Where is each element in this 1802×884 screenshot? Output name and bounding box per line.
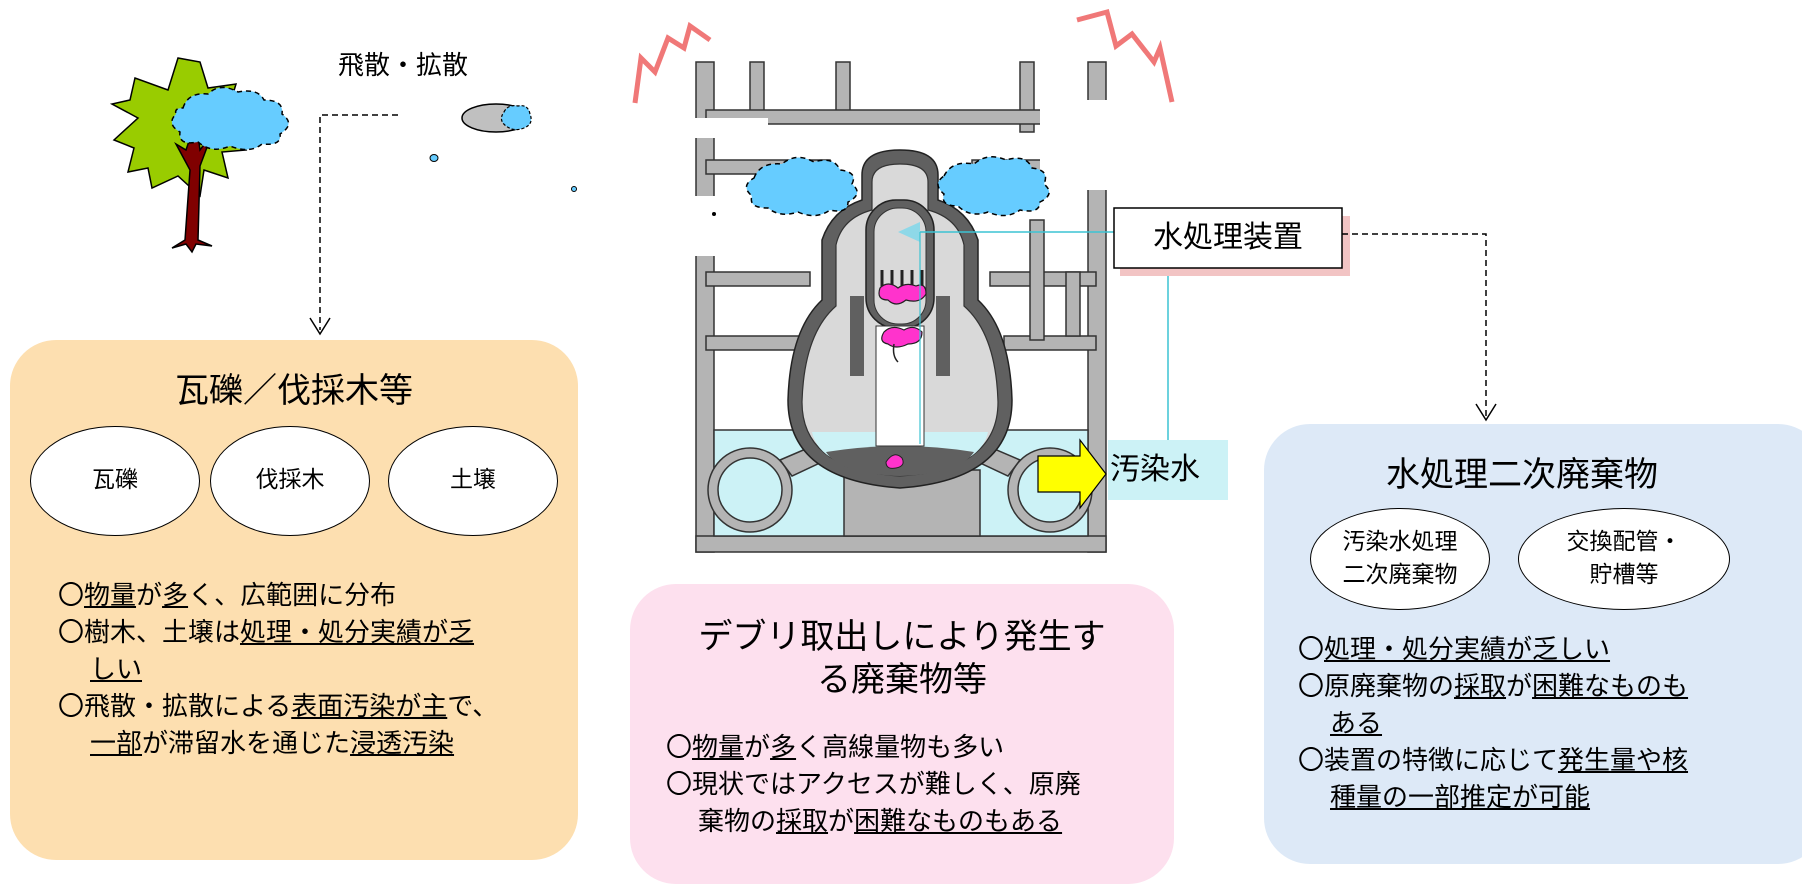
connector-device-to-secondary: [1342, 233, 1487, 416]
note-segment: 〇: [666, 733, 693, 763]
oval-replaced-pipes-tanks: 交換配管・ 貯槽等: [1518, 508, 1730, 610]
note-line: 〇飛散・拡散による表面汚染が主で、: [58, 689, 498, 726]
oval-rubble: 瓦礫: [30, 426, 200, 536]
water-device-box: [1113, 207, 1343, 269]
arrowhead-rubble: [309, 317, 331, 336]
note-segment: が: [136, 581, 163, 611]
scatter-cloud-small: [500, 105, 532, 131]
note-line: 〇現状ではアクセスが難しく、原廃: [666, 767, 1081, 804]
cloud-building-right: [937, 156, 1050, 217]
note-segment: く高線量物も多い: [796, 733, 1005, 763]
debris-panel-title: デブリ取出しにより発生す る廃棄物等: [630, 616, 1174, 701]
note-line: 〇処理・処分実績が乏しい: [1298, 632, 1688, 669]
note-segment: が: [828, 807, 855, 837]
note-segment: 処理・処分実績が乏しい: [1324, 635, 1611, 665]
note-line: しい: [58, 652, 498, 689]
note-line: 一部が滞留水を通じた浸透汚染: [58, 726, 498, 763]
note-segment: 発生量や核: [1558, 746, 1689, 776]
rubble-panel-notes: 〇物量が多く、広範囲に分布〇樹木、土壌は処理・処分実績が乏しい〇飛散・拡散による…: [58, 578, 498, 763]
note-line: 〇物量が多く、広範囲に分布: [58, 578, 498, 615]
water-device-label: 水処理装置: [1153, 220, 1303, 255]
note-segment: 〇現状ではアクセスが難しく、原廃: [666, 770, 1081, 800]
oval-soil-label: 土壌: [450, 467, 496, 494]
note-line: 〇物量が多く高線量物も多い: [666, 730, 1081, 767]
debris-panel-title-line2: る廃棄物等: [817, 659, 987, 700]
contaminated-water-label: 汚染水: [1110, 452, 1200, 487]
fuel-debris-icon: [885, 454, 904, 469]
rubble-panel-title: 瓦礫／伐採木等: [175, 371, 413, 411]
oval-treatment-line1: 汚染水処理: [1342, 528, 1458, 555]
debris-panel: デブリ取出しにより発生す る廃棄物等 〇物量が多く高線量物も多い〇現状ではアクセ…: [630, 584, 1174, 884]
note-line: ある: [1298, 706, 1688, 743]
note-segment: 浸透汚染: [350, 729, 455, 759]
oval-felled-trees-label: 伐採木: [255, 467, 325, 494]
oval-felled-trees: 伐採木: [210, 426, 370, 536]
note-segment: 〇: [1298, 635, 1325, 665]
secondary-panel-notes: 〇処理・処分実績が乏しい〇原廃棄物の採取が困難なものもある〇装置の特徴に応じて発…: [1298, 632, 1688, 817]
note-line: 〇装置の特徴に応じて発生量や核: [1298, 743, 1688, 780]
note-segment: 困難なものも: [1532, 672, 1689, 702]
note-segment: 棄物の: [698, 807, 777, 837]
oval-treatment-secondary-waste: 汚染水処理 二次廃棄物: [1310, 508, 1490, 610]
debris-panel-title-line1: デブリ取出しにより発生す: [698, 617, 1106, 657]
heat-wave-left: [632, 21, 712, 104]
note-segment: が: [744, 733, 771, 763]
scatter-particle: [571, 186, 577, 192]
arrowhead-secondary: [1475, 403, 1497, 422]
connector-scatter-to-rubble: [319, 114, 398, 330]
tree-icon: [109, 57, 254, 254]
note-segment: 採取: [1454, 672, 1507, 702]
scatter-particle: [429, 154, 439, 162]
note-segment: 〇樹木、土壌は: [58, 618, 241, 648]
note-segment: く、広範囲に分布: [188, 581, 397, 611]
fuel-debris-icon: [881, 326, 923, 348]
oval-pipes-line1: 交換配管・: [1566, 528, 1682, 555]
fuel-debris-icon: [878, 283, 927, 305]
debris-panel-notes: 〇物量が多く高線量物も多い〇現状ではアクセスが難しく、原廃棄物の採取が困難なもの…: [666, 730, 1081, 841]
note-segment: で、: [447, 692, 499, 722]
cloud-tree: [171, 86, 290, 151]
note-segment: 〇: [58, 581, 85, 611]
note-segment: 多: [770, 733, 797, 763]
note-segment: 種量の一部推定が可能: [1330, 783, 1591, 813]
note-segment: 〇原廃棄物の: [1298, 672, 1455, 702]
note-segment: が: [1506, 672, 1533, 702]
note-line: 種量の一部推定が可能: [1298, 780, 1688, 817]
note-segment: しい: [90, 655, 143, 685]
note-segment: 物量: [692, 733, 745, 763]
yellow-arrow-icon: [1037, 438, 1107, 510]
oval-rubble-label: 瓦礫: [92, 467, 138, 494]
diagram-graphics: [109, 8, 1497, 553]
scatter-label: 飛散・拡散: [338, 51, 469, 81]
note-segment: 〇飛散・拡散による: [58, 692, 292, 722]
arrowhead-water-return: [898, 222, 920, 242]
note-line: 〇樹木、土壌は処理・処分実績が乏: [58, 615, 498, 652]
rubble-panel: 瓦礫／伐採木等 瓦礫 伐採木 土壌 〇物量が多く、広範囲に分布〇樹木、土壌は処理…: [10, 340, 578, 860]
note-segment: 表面汚染が主: [291, 692, 448, 722]
oval-soil: 土壌: [388, 426, 558, 536]
note-segment: 物量: [84, 581, 137, 611]
note-segment: 〇装置の特徴に応じて: [1298, 746, 1559, 776]
heat-wave-right: [1076, 8, 1175, 103]
note-line: 棄物の採取が困難なものもある: [666, 804, 1081, 841]
note-line: 〇原廃棄物の採取が困難なものも: [1298, 669, 1688, 706]
note-segment: ある: [1330, 709, 1383, 739]
note-segment: 多: [162, 581, 189, 611]
note-segment: 採取: [776, 807, 829, 837]
cloud-building-left: [745, 156, 858, 217]
note-segment: が滞留水を通じた: [142, 729, 351, 759]
note-segment: 困難なものもある: [854, 807, 1063, 837]
contaminated-water-bg: [1108, 440, 1228, 500]
note-segment: 一部: [90, 729, 143, 759]
oval-pipes-line2: 貯槽等: [1589, 562, 1659, 588]
reactor-building: [690, 61, 1110, 553]
secondary-waste-panel: 水処理二次廃棄物 汚染水処理 二次廃棄物 交換配管・ 貯槽等 〇処理・処分実績が…: [1264, 424, 1802, 864]
secondary-panel-title: 水処理二次廃棄物: [1386, 455, 1658, 495]
note-segment: 処理・処分実績が乏: [240, 618, 475, 648]
oval-treatment-line2: 二次廃棄物: [1342, 562, 1458, 588]
